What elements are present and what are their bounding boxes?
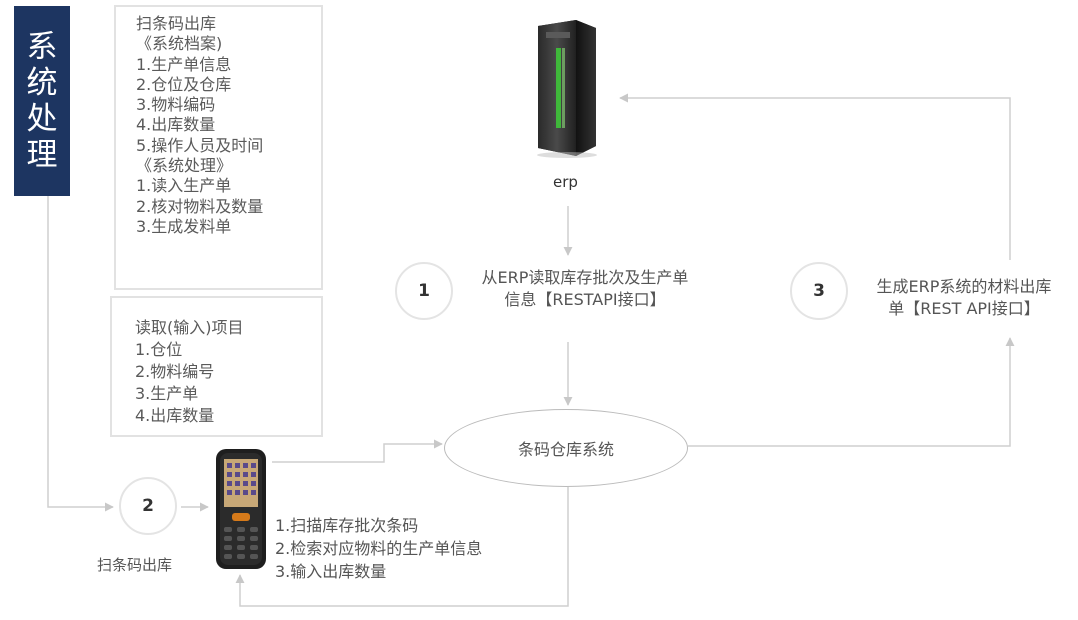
connector-banner-to-step2 [47,196,114,512]
input-items-box: 读取(输入)项目 1.仓位 2.物料编号 3.生产单 4.出库数量 [110,296,323,437]
archive-line: 1.生产单信息 [136,54,232,74]
connector-step3-to-erp [619,93,1011,260]
archive-line: 2.仓位及仓库 [136,74,232,94]
handheld-scanner-icon [216,449,266,569]
scanner-action: 1.扫描库存批次条码 [275,516,419,535]
step-1-circle: 1 [395,262,453,320]
input-line: 4.出库数量 [135,406,215,425]
archive-line: 3.物料编码 [136,95,216,115]
archive-line: 《系统处理》 [136,156,233,176]
input-line: 3.生产单 [135,384,199,403]
erp-server-icon [537,20,597,158]
step-2-circle: 2 [119,477,177,535]
step-3-line: 单【REST API接口】 [888,299,1040,318]
scanner-action: 2.检索对应物料的生产单信息 [275,539,483,558]
archive-line: 1.读入生产单 [136,176,232,196]
connector-scanner-to-system [272,439,443,463]
step-1-text: 从ERP读取库存批次及生产单 信息【RESTAPI接口】 [454,267,716,311]
input-line: 1.仓位 [135,340,183,359]
step-3-line: 生成ERP系统的材料出库 [876,277,1052,296]
step-1-line: 从ERP读取库存批次及生产单 [481,268,689,287]
step-2-label: 扫条码出库 [97,556,173,574]
connector-system-to-scanner [235,487,569,607]
input-line: 2.物料编号 [135,362,215,381]
archive-line: 2.核对物料及数量 [136,196,264,216]
system-archive-box: 扫条码出库 《系统档案) 1.生产单信息 2.仓位及仓库 3.物料编码 4.出库… [114,5,323,290]
system-processing-banner: 系统处理 [14,6,70,196]
system-label: 条码仓库系统 [517,440,614,459]
scanner-actions: 1.扫描库存批次条码 2.检索对应物料的生产单信息 3.输入出库数量 [275,514,482,583]
archive-line: 扫条码出库 [136,14,217,33]
archive-line: 4.出库数量 [136,115,216,135]
banner-title: 系统处理 [26,29,58,173]
step-3-text: 生成ERP系统的材料出库 单【REST API接口】 [850,276,1078,320]
step-1-line: 信息【RESTAPI接口】 [504,290,666,309]
barcode-warehouse-system: 条码仓库系统 [444,409,688,487]
erp-label: erp [553,173,578,191]
input-line: 读取(输入)项目 [135,318,244,337]
step-3-circle: 3 [790,262,848,320]
archive-line: 5.操作人员及时间 [136,135,264,155]
scanner-action: 3.输入出库数量 [275,562,387,581]
archive-line: 《系统档案) [136,34,223,54]
archive-line: 3.生成发料单 [136,216,232,236]
connector-system-to-step3 [688,337,1015,447]
